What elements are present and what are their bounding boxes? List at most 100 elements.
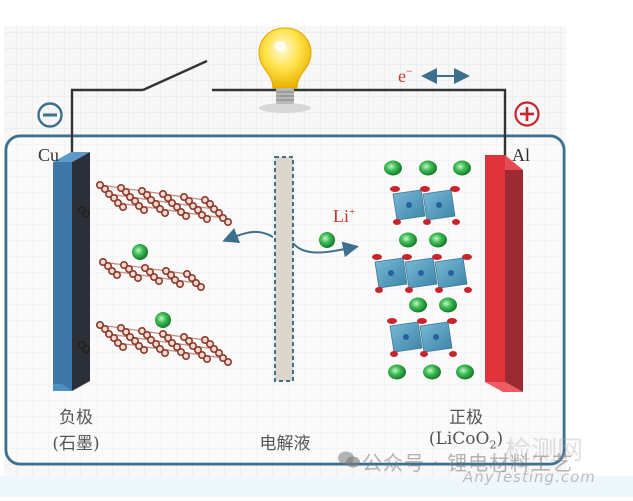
carbon-atom [113,270,122,279]
carbon-atom [152,339,161,348]
graphene-sheet [96,181,233,227]
carbon-atom [197,282,206,291]
ion-flow-arrow-left-icon [222,228,274,243]
oxygen-atom [420,351,428,357]
anode-electrode [53,152,90,391]
graphene-sheet [99,257,206,291]
carbon-atom [203,354,212,363]
carbon-atom [215,209,224,218]
oxygen-atom [372,254,382,260]
carbon-atom-contact [82,210,91,219]
carbon-atom [156,205,165,214]
watermark-site: AnyTesting.com [463,468,596,486]
carbon-atom [173,203,182,212]
carbon-atom [194,206,203,215]
carbon-atom [138,187,147,196]
lithium-ion-cathode [384,160,402,176]
circuit-wire [70,59,507,160]
carbon-atom [135,202,144,211]
oxygen-atom [417,318,427,324]
carbon-atom [219,353,228,362]
carbon-atom [119,342,128,351]
oxygen-atom [435,287,443,293]
cobalt-atom [406,202,412,208]
carbon-atom [96,181,105,190]
wechat-icon [338,451,360,468]
lithium-ion-anode-1 [132,244,148,260]
carbon-atom [150,272,159,281]
oxygen-atom [432,254,442,260]
carbon-atom [164,333,173,342]
carbon-atom [114,199,123,208]
carbon-atom [164,194,173,203]
carbon-atom [135,341,144,350]
carbon-atom [119,203,128,212]
oxygen-atom [387,318,397,324]
plus-terminal-icon [514,101,540,127]
licoo2-structure [372,160,474,380]
carbon-atom [189,341,198,350]
carbon-atom [152,200,161,209]
carbon-atom [147,335,156,344]
carbon-atom [108,266,117,275]
carbon-atom [176,279,185,288]
carbon-atom [105,190,114,199]
carbon-atom [125,264,134,273]
carbon-atom [140,206,149,215]
carbon-atom [161,348,170,357]
carbon-atom [147,196,156,205]
lithium-ion-cathode [409,297,427,313]
carbon-atom [177,208,186,217]
carbon-atom [122,188,131,197]
carbon-atom [140,345,149,354]
carbon-atom [155,276,164,285]
cathode-name-label: 正极 [449,408,483,428]
watermark-account: 公众号 · 锂电材料工艺 [362,451,574,475]
carbon-atom [134,273,143,282]
carbon-atom [101,324,110,333]
cathode-material-label: (LiCoO2) [429,429,503,451]
carbon-atom [156,344,165,353]
carbon-atom [192,278,201,287]
oxygen-atom [420,186,430,192]
lithium-ion-cathode [399,232,417,248]
carbon-atom [110,194,119,203]
carbon-atom [210,205,219,214]
cathode-material-prefix: (LiCoO [428,429,490,449]
carbon-atom [171,275,180,284]
carbon-atom [219,214,228,223]
oxygen-atom [447,318,457,324]
carbon-atom [182,212,191,221]
light-bulb-icon [258,27,312,113]
carbon-atom [99,257,108,266]
oxygen-atom [405,287,413,293]
oxygen-atom [449,351,457,357]
cobalt-atom [388,270,394,276]
lithium-ion-anode-2 [155,312,171,328]
oxygen-atom [462,254,472,260]
oxygen-atom [390,351,398,357]
cathode-material-subscript: 2 [489,438,497,452]
carbon-atom [129,269,138,278]
carbon-atom [185,336,194,345]
carbon-atom [96,320,105,329]
cathode-electrode [485,155,523,392]
lithium-ion-cathode [456,364,474,380]
graphene-sheet [96,320,233,366]
oxygen-atom [464,287,472,293]
carbon-atom [206,200,215,209]
carbon-atom [162,266,171,275]
carbon-atom [183,269,192,278]
switch-lever [142,59,208,92]
bottom-band [0,476,633,497]
lithium-ion-cathode [419,160,437,176]
carbon-atom [117,323,126,332]
oxygen-atom [402,254,412,260]
carbon-atom [126,193,135,202]
carbon-atom-contact [78,340,87,349]
cathode-terminal-label: Al [512,145,530,165]
carbon-atom [168,338,177,347]
carbon-atom [180,332,189,341]
